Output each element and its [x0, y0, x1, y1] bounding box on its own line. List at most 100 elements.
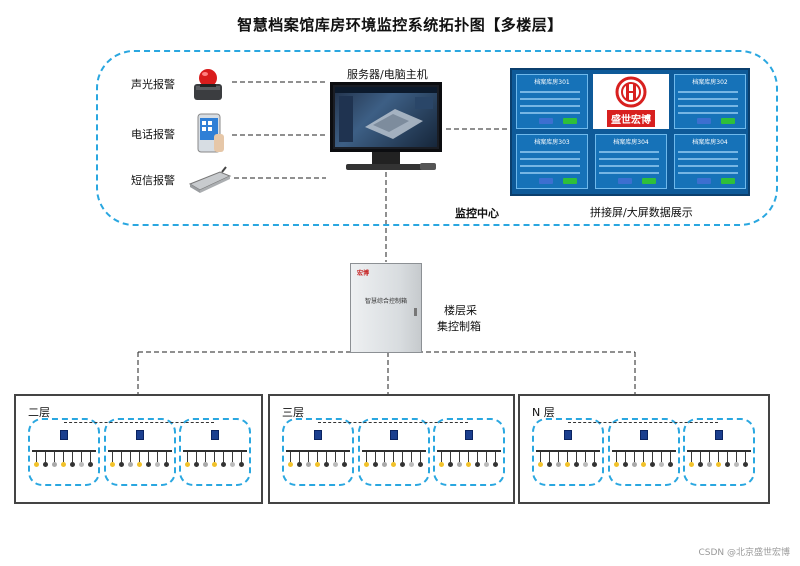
sensor-drop — [196, 452, 197, 462]
sensor-drop — [402, 452, 403, 462]
sensor-probe-icon — [203, 462, 208, 467]
sensor-node-icon — [390, 430, 398, 440]
controller-box-label: 智慧综合控制箱 — [364, 298, 407, 305]
sensor-probe-icon — [457, 462, 462, 467]
sensor-probe-icon — [333, 462, 338, 467]
sensor-drop — [700, 452, 701, 462]
sensor-node-icon — [465, 430, 473, 440]
sensor-node-icon — [640, 430, 648, 440]
sensor-bus — [437, 450, 501, 452]
sensor-probe-icon — [623, 462, 628, 467]
sensor-probe-icon — [164, 462, 169, 467]
sensor-probe-icon — [698, 462, 703, 467]
sensor-drop — [112, 452, 113, 462]
room-panel: 档案库房304 — [595, 134, 667, 189]
server-monitor-icon — [330, 82, 442, 152]
sensor-drop — [187, 452, 188, 462]
sensor-probe-icon — [725, 462, 730, 467]
sensor-drop — [495, 452, 496, 462]
sensor-drop — [477, 452, 478, 462]
sensor-drop — [299, 452, 300, 462]
sensor-probe-icon — [556, 462, 561, 467]
sensor-drop — [420, 452, 421, 462]
sensor-zone — [433, 418, 505, 486]
sensor-node-icon — [60, 430, 68, 440]
sensor-probe-icon — [297, 462, 302, 467]
server-label: 服务器/电脑主机 — [347, 68, 428, 81]
phone-icon — [192, 112, 226, 158]
floor-panel: N 层 — [518, 394, 770, 504]
big-screen-display: 档案库房301 盛世宏博 档案库房302 档案库房303 档案库房304 档案库… — [510, 68, 750, 196]
sensor-drop — [459, 452, 460, 462]
brand-logo: 盛世宏博 — [593, 74, 669, 129]
sensor-probe-icon — [34, 462, 39, 467]
sensor-bus — [183, 450, 247, 452]
zone-link-line — [568, 422, 718, 423]
zone-link-line — [318, 422, 468, 423]
sensor-probe-icon — [364, 462, 369, 467]
room-title: 档案库房302 — [692, 79, 728, 86]
sensor-probe-icon — [689, 462, 694, 467]
sensor-probe-icon — [288, 462, 293, 467]
sensor-probe-icon — [342, 462, 347, 467]
sensor-probe-icon — [373, 462, 378, 467]
sensor-drop — [585, 452, 586, 462]
sensor-drop — [130, 452, 131, 462]
sensor-drop — [549, 452, 550, 462]
brand-logo-text: 盛世宏博 — [607, 110, 655, 127]
controller-brand: 宏博 — [357, 270, 370, 277]
room-title: 档案库房301 — [534, 79, 570, 86]
sensor-probe-icon — [592, 462, 597, 467]
lock-icon — [414, 308, 417, 316]
sensor-bus — [612, 450, 676, 452]
zone-link-line — [64, 422, 214, 423]
sensor-probe-icon — [475, 462, 480, 467]
sensor-drop — [384, 452, 385, 462]
sensor-drop — [45, 452, 46, 462]
sensor-drop — [468, 452, 469, 462]
sensor-drop — [691, 452, 692, 462]
sensor-drop — [567, 452, 568, 462]
sensor-probe-icon — [466, 462, 471, 467]
diagram-title: 智慧档案馆库房环境监控系统拓扑图【多楼层】 — [237, 16, 563, 34]
floor-label: 二层 — [28, 406, 50, 419]
room-panel: 档案库房303 — [516, 134, 588, 189]
sensor-drop — [166, 452, 167, 462]
sensor-probe-icon — [668, 462, 673, 467]
alarm-label-sms: 短信报警 — [131, 174, 175, 187]
sensor-probe-icon — [409, 462, 414, 467]
sensor-probe-icon — [315, 462, 320, 467]
sensor-probe-icon — [391, 462, 396, 467]
sensor-zone — [179, 418, 251, 486]
monitor-stand — [372, 152, 400, 164]
sensor-zone — [104, 418, 176, 486]
sensor-zone — [358, 418, 430, 486]
sensor-drop — [344, 452, 345, 462]
sensor-drop — [616, 452, 617, 462]
sensor-probe-icon — [641, 462, 646, 467]
sensor-probe-icon — [146, 462, 151, 467]
sensor-probe-icon — [400, 462, 405, 467]
room-title: 档案库房303 — [534, 139, 570, 146]
sensor-zone — [532, 418, 604, 486]
sensor-drop — [486, 452, 487, 462]
sensor-drop — [36, 452, 37, 462]
sensor-drop — [643, 452, 644, 462]
controller-label-line2: 集控制箱 — [437, 320, 481, 333]
sensor-drop — [148, 452, 149, 462]
sensor-drop — [205, 452, 206, 462]
sensor-drop — [661, 452, 662, 462]
sensor-probe-icon — [484, 462, 489, 467]
sensor-drop — [326, 452, 327, 462]
sensor-probe-icon — [493, 462, 498, 467]
sensor-drop — [214, 452, 215, 462]
sensor-node-icon — [564, 430, 572, 440]
sensor-probe-icon — [614, 462, 619, 467]
room-panel: 档案库房302 — [674, 74, 746, 129]
room-panel: 档案库房304 — [674, 134, 746, 189]
sensor-probe-icon — [52, 462, 57, 467]
sensor-probe-icon — [734, 462, 739, 467]
alarm-label-phone: 电话报警 — [131, 128, 175, 141]
sensor-drop — [709, 452, 710, 462]
sensor-probe-icon — [137, 462, 142, 467]
